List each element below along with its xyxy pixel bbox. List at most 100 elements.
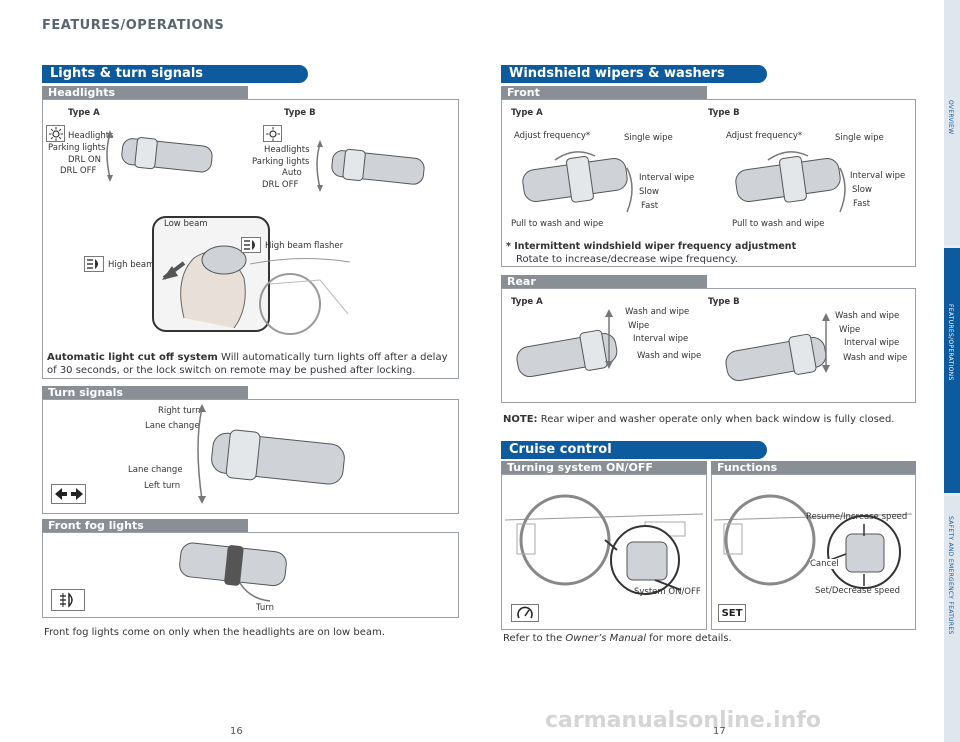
page-number-left: 16 — [230, 726, 243, 737]
headlights-subheader: Headlights — [42, 86, 248, 100]
cruise-onoff-illustration — [505, 494, 703, 595]
refer-paragraph: Refer to the Owner’s Manual for more det… — [503, 632, 732, 645]
headlight-sun-icon-b — [263, 125, 282, 142]
front-a-single: Single wipe — [624, 133, 673, 143]
low-beam-illustration — [152, 216, 270, 332]
type-b-drl-off: DRL OFF — [262, 180, 299, 190]
headlights-type-a-label: Type A — [68, 108, 100, 118]
front-a-fast: Fast — [641, 201, 659, 211]
type-b-auto: Auto — [282, 168, 302, 178]
rear-a-interval: Interval wipe — [633, 334, 689, 344]
dashboard-illustration — [250, 257, 350, 335]
wipers-rear-subheader: Rear — [501, 275, 707, 289]
type-a-drl-on: DRL ON — [68, 155, 101, 165]
front-wiper-stalk-b — [735, 151, 846, 213]
type-b-headlights: Headlights — [264, 145, 310, 155]
front-type-b-label: Type B — [708, 108, 740, 118]
fog-turn-label: Turn — [256, 603, 275, 613]
fog-note: Front fog lights come on only when the h… — [44, 627, 385, 638]
refer-suffix: for more details. — [645, 633, 732, 644]
wiper-footnote-title: * Intermittent windshield wiper frequenc… — [506, 241, 797, 252]
cruise-functions-box — [711, 474, 916, 630]
front-type-a-label: Type A — [511, 108, 543, 118]
cruise-functions-illustration — [714, 494, 912, 589]
rear-type-a-label: Type A — [511, 297, 543, 307]
lights-banner: Lights & turn signals — [42, 65, 308, 83]
front-a-adjust: Adjust frequency* — [514, 131, 591, 141]
lane-change-bottom-label: Lane change — [128, 465, 183, 475]
rear-a-wash-wipe-bottom: Wash and wipe — [637, 351, 702, 361]
wiper-footnote-text: Rotate to increase/decrease wipe frequen… — [516, 254, 738, 265]
tab-features-label: FEATURES/OPERATIONS — [947, 304, 954, 381]
wipers-front-subheader: Front — [501, 86, 707, 100]
fog-box — [42, 532, 459, 618]
owners-manual-text: Owner’s Manual — [565, 633, 646, 644]
high-beam-flasher-icon — [241, 237, 261, 253]
cruise-control-icon — [511, 604, 539, 622]
rear-a-wipe: Wipe — [628, 321, 650, 331]
right-turn-label: Right turn — [158, 406, 201, 416]
rear-b-wash-wipe-top: Wash and wipe — [835, 311, 900, 321]
front-a-interval: Interval wipe — [639, 173, 695, 183]
front-wiper-stalk-a — [522, 151, 633, 213]
headlights-box — [42, 99, 459, 379]
fog-stalk — [179, 542, 287, 602]
front-b-single: Single wipe — [835, 133, 884, 143]
set-decrease-label: Set/Decrease speed — [815, 586, 901, 596]
fog-light-icon — [51, 589, 85, 611]
low-beam-label: Low beam — [164, 219, 208, 229]
resume-increase-label: Resume/Increase speed — [806, 512, 908, 522]
tab-safety-label: SAFETY AND EMERGENCY FEATURES — [947, 516, 954, 635]
front-b-adjust: Adjust frequency* — [726, 131, 803, 141]
wipers-banner: Windshield wipers & washers — [501, 65, 767, 83]
set-icon: SET — [718, 604, 746, 622]
front-b-fast: Fast — [853, 199, 871, 209]
front-b-pull: Pull to wash and wipe — [732, 219, 825, 229]
cruise-banner: Cruise control — [501, 441, 767, 459]
cruise-onoff-box — [501, 474, 707, 630]
headlight-stalk-type-b — [316, 140, 425, 192]
rear-b-interval: Interval wipe — [844, 338, 900, 348]
turn-signal-stalk — [197, 404, 345, 504]
tab-safety[interactable]: SAFETY AND EMERGENCY FEATURES — [944, 496, 960, 742]
turn-signal-arrows-icon — [51, 484, 86, 504]
tab-overview[interactable]: OVERVIEW — [944, 0, 960, 245]
rear-b-wipe: Wipe — [839, 325, 861, 335]
lane-change-top-label: Lane change — [145, 421, 200, 431]
rear-note-title: NOTE: — [503, 414, 538, 425]
cancel-label: Cancel — [810, 559, 839, 569]
watermark: carmanualsonline.info — [545, 708, 821, 733]
cruise-functions-subheader: Functions — [711, 461, 916, 475]
turn-signals-box — [42, 399, 459, 514]
type-a-drl-off: DRL OFF — [60, 166, 97, 176]
front-b-slow: Slow — [852, 185, 872, 195]
page-title: FEATURES/OPERATIONS — [42, 18, 225, 33]
wipers-front-box — [501, 99, 916, 267]
headlight-sun-icon — [46, 125, 65, 142]
rear-b-wash-wipe-bottom: Wash and wipe — [843, 353, 908, 363]
page-number-right: 17 — [713, 726, 726, 737]
set-icon-text: SET — [721, 607, 743, 619]
front-b-interval: Interval wipe — [850, 171, 906, 181]
high-beam-icon — [84, 256, 104, 272]
fog-subheader: Front fog lights — [42, 519, 248, 533]
front-a-pull: Pull to wash and wipe — [511, 219, 604, 229]
refer-prefix: Refer to the — [503, 633, 566, 644]
headlights-type-b-label: Type B — [284, 108, 316, 118]
auto-cutoff-text: Will automatically turn lights off after… — [47, 352, 448, 376]
wipers-rear-box — [501, 288, 916, 403]
tab-features-operations[interactable]: FEATURES/OPERATIONS — [944, 248, 960, 493]
rear-type-b-label: Type B — [708, 297, 740, 307]
cruise-onoff-subheader: Turning system ON/OFF — [501, 461, 707, 475]
rear-wiper-stalk-b — [725, 313, 830, 382]
type-a-parking-lights: Parking lights — [48, 143, 106, 153]
rear-a-wash-wipe-top: Wash and wipe — [625, 307, 690, 317]
system-onoff-label: System ON/OFF — [634, 587, 701, 597]
high-beam-flasher-label: High beam flasher — [265, 241, 344, 251]
headlight-stalk-type-a — [106, 130, 213, 182]
tab-overview-label: OVERVIEW — [947, 100, 954, 135]
turn-signals-subheader: Turn signals — [42, 386, 248, 400]
type-a-headlights: Headlights — [68, 131, 114, 141]
high-beam-label: High beam — [108, 260, 155, 270]
type-b-parking-lights: Parking lights — [252, 157, 310, 167]
